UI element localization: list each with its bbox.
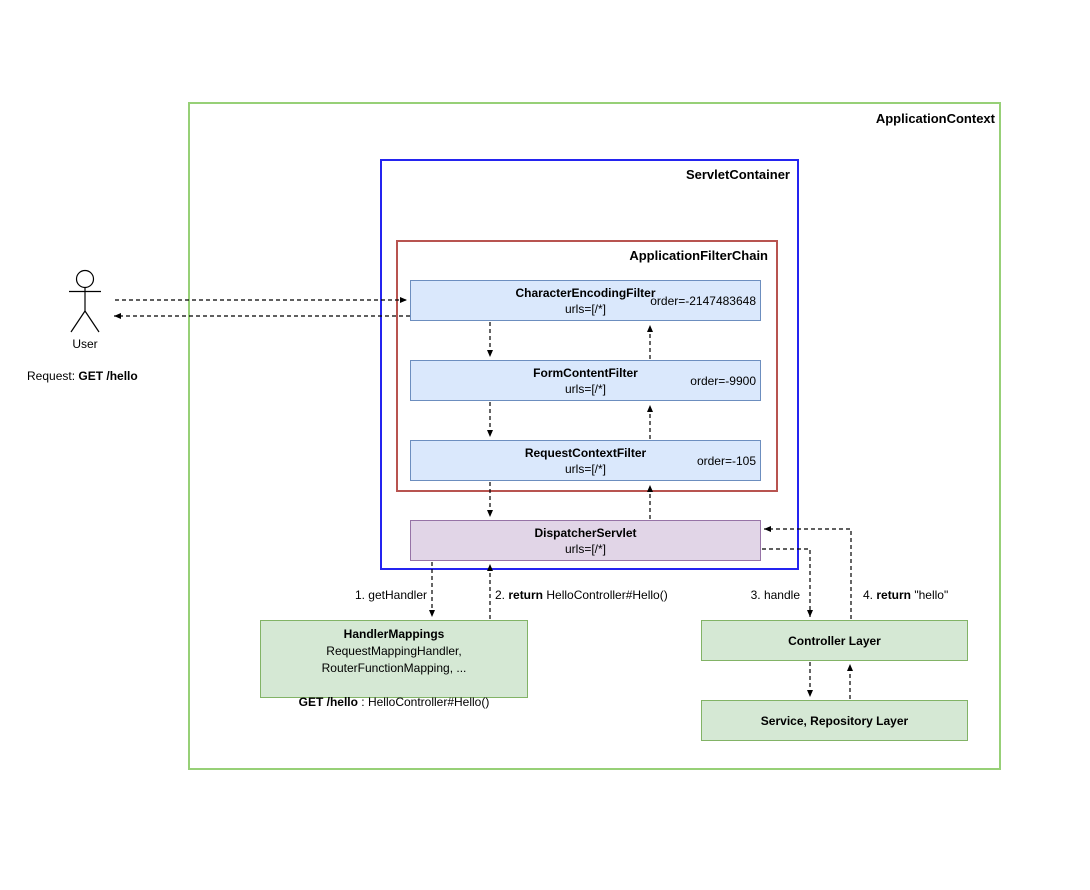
request-prefix: Request:: [27, 369, 79, 383]
edge-label-text: HelloController#Hello(): [543, 588, 668, 602]
servlet-container-box: [380, 159, 799, 570]
service-repository-layer-label: Service, Repository Layer: [760, 713, 909, 728]
node-request-context-filter: RequestContextFilter urls=[/*] order=-10…: [410, 440, 761, 481]
edge-label-return-hello: 4. return "hello": [863, 588, 948, 603]
node-handler-mappings: HandlerMappings RequestMappingHandler, R…: [260, 620, 528, 709]
filter-order: order=-105: [696, 453, 756, 468]
edge-label-text: 4.: [863, 588, 877, 602]
filter-urls: urls=[/*]: [564, 461, 606, 476]
handler-mappings-entry-key: GET /hello: [298, 695, 358, 709]
dispatcher-urls: urls=[/*]: [564, 541, 606, 556]
application-filter-chain-label: ApplicationFilterChain: [629, 248, 768, 263]
filter-name: CharacterEncodingFilter: [515, 285, 656, 300]
filter-urls: urls=[/*]: [564, 381, 606, 396]
edge-label-get-handler: 1. getHandler: [300, 588, 427, 603]
request-method-path: GET /hello: [78, 369, 138, 383]
dispatcher-name: DispatcherServlet: [534, 525, 637, 540]
node-form-content-filter: FormContentFilter urls=[/*] order=-9900: [410, 360, 761, 401]
edge-label-text: 1. getHandler: [354, 588, 427, 602]
filter-name: RequestContextFilter: [524, 445, 647, 460]
servlet-container-label: ServletContainer: [685, 167, 790, 182]
filter-name: FormContentFilter: [533, 365, 638, 380]
edge-label-bold: return: [508, 588, 544, 602]
user-request-label: Request: GET /hello: [27, 369, 138, 383]
node-dispatcher-servlet: DispatcherServlet urls=[/*]: [410, 520, 761, 561]
handler-mappings-entry: GET /hello : HelloController#Hello(): [299, 694, 490, 711]
application-context-container: [188, 102, 1001, 770]
edge-label-bold: return: [876, 588, 912, 602]
handler-mappings-spacer: [392, 677, 395, 694]
edge-label-handle: 3. handle: [700, 588, 800, 603]
edge-label-text: "hello": [911, 588, 949, 602]
handler-mappings-title: HandlerMappings: [343, 627, 445, 641]
edge-label-text: 3. handle: [750, 588, 800, 602]
handler-mappings-entry-value: : HelloController#Hello(): [357, 695, 490, 709]
handler-mappings-implementations: RequestMappingHandler, RouterFunctionMap…: [321, 644, 467, 675]
filter-urls: urls=[/*]: [564, 301, 606, 316]
edge-label-text: 2.: [495, 588, 509, 602]
node-service-repository-layer: Service, Repository Layer: [701, 700, 968, 741]
filter-order: order=-2147483648: [650, 293, 756, 308]
application-filter-chain-box: [396, 240, 778, 492]
application-context-label: ApplicationContext: [875, 111, 995, 126]
node-character-encoding-filter: CharacterEncodingFilter urls=[/*] order=…: [410, 280, 761, 321]
user-actor-icon: [69, 269, 101, 333]
edge-label-return-handler: 2. return HelloController#Hello(): [495, 588, 668, 603]
controller-layer-label: Controller Layer: [788, 633, 881, 648]
node-controller-layer: Controller Layer: [701, 620, 968, 661]
filter-order: order=-9900: [690, 373, 756, 388]
user-name-label: User: [72, 337, 98, 351]
